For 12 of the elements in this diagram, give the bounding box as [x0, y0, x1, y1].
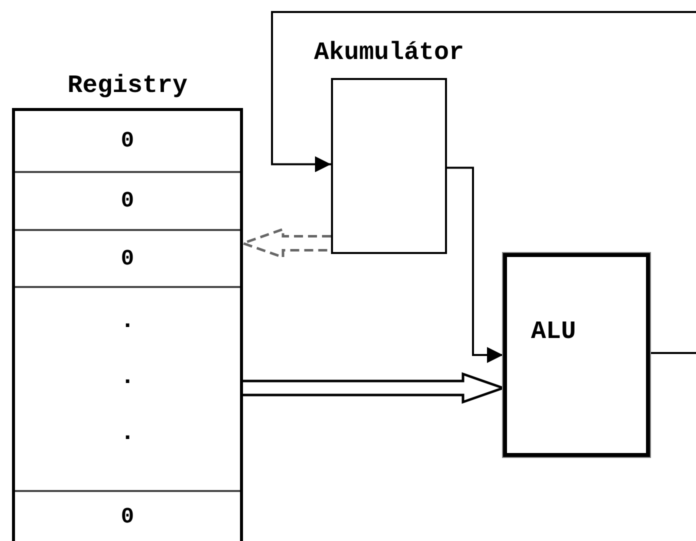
register-value: 0: [120, 246, 136, 271]
ellipsis-dots: . . .: [120, 307, 135, 449]
register-value: 0: [120, 128, 136, 154]
alu-box: [503, 253, 650, 457]
connector-line: [650, 352, 696, 354]
unit-label: ALU: [531, 317, 576, 346]
register-value: 0: [120, 504, 136, 529]
arrow: [447, 166, 503, 363]
block-heading: Akumulátor: [312, 38, 466, 67]
arrow: [271, 11, 696, 172]
register-value: 0: [120, 188, 136, 214]
block-heading: Registry: [66, 71, 189, 100]
